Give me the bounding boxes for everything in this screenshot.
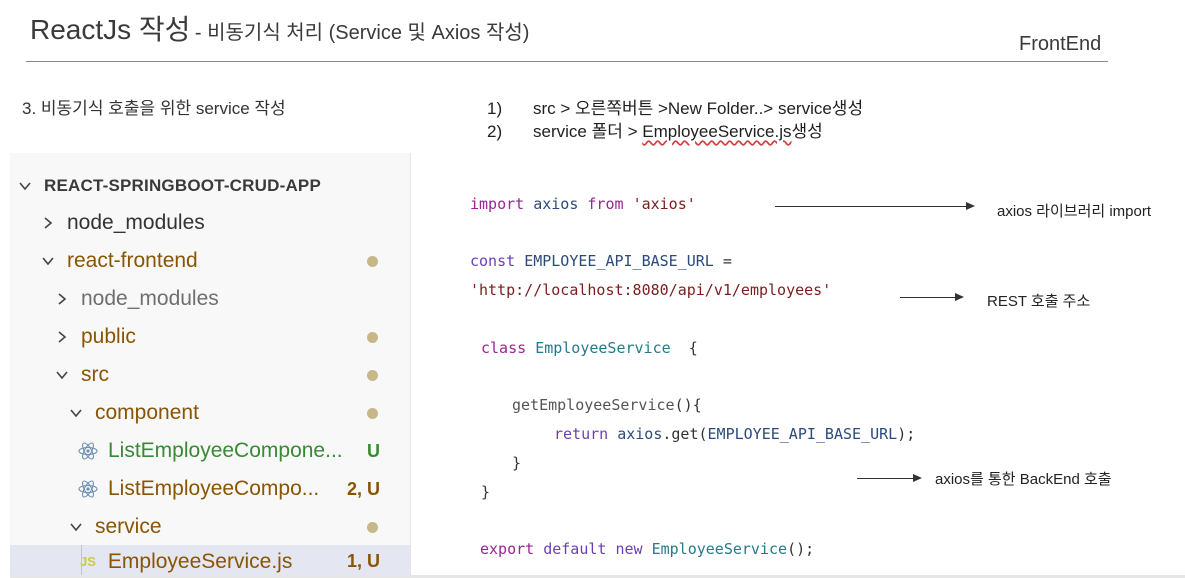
step-2-pre: service 폴더 > bbox=[533, 122, 643, 141]
string-literal: 'http://localhost:8080/api/v1/employees' bbox=[470, 281, 832, 299]
header-divider bbox=[26, 61, 1108, 62]
tree-item-src[interactable]: src bbox=[10, 356, 410, 394]
chevron-down-icon bbox=[55, 368, 69, 382]
tree-item-list-employee-component-2[interactable]: ListEmployeeCompo... 2, U bbox=[10, 470, 410, 508]
steps-list: 1) src > 오른쪽버튼 >New Folder..> service생성 2… bbox=[487, 94, 864, 141]
chevron-right-icon bbox=[55, 330, 69, 344]
chevron-down-icon bbox=[41, 254, 55, 268]
string-literal: 'axios' bbox=[632, 195, 696, 213]
keyword: from bbox=[587, 195, 624, 213]
title-main: ReactJs 작성 bbox=[30, 14, 191, 45]
modified-dot-icon bbox=[367, 255, 378, 267]
modified-dot-icon bbox=[367, 407, 378, 419]
note-import: axios 라이브러리 import bbox=[997, 203, 1152, 220]
code-line-method: getEmployeeService(){ bbox=[512, 396, 702, 414]
code-line-return: return axios.get(EMPLOYEE_API_BASE_URL); bbox=[554, 425, 915, 443]
title-sub: - 비동기식 처리 (Service 및 Axios 작성) bbox=[194, 22, 530, 44]
slide-title: ReactJs 작성 - 비동기식 처리 (Service 및 Axios 작성… bbox=[30, 8, 529, 48]
class-name: EmployeeService bbox=[535, 339, 671, 357]
tree-item-employee-service-js[interactable]: JS EmployeeService.js 1, U bbox=[10, 545, 410, 578]
chevron-down-icon bbox=[69, 520, 83, 534]
class-name: EmployeeService bbox=[651, 540, 788, 558]
code-line-url: 'http://localhost:8080/api/v1/employees' bbox=[470, 281, 831, 299]
arrow-icon bbox=[900, 293, 964, 301]
tree-item-node-modules-nested[interactable]: node_modules bbox=[10, 280, 410, 318]
tree-item-label: service bbox=[95, 515, 162, 538]
keyword: const bbox=[470, 252, 516, 270]
code-line-export: export default new EmployeeService(); bbox=[480, 540, 814, 558]
react-icon bbox=[78, 479, 98, 499]
argument: EMPLOYEE_API_BASE_URL bbox=[707, 425, 898, 443]
chevron-down-icon bbox=[18, 179, 32, 193]
tree-root[interactable]: REACT-SPRINGBOOT-CRUD-APP bbox=[10, 167, 410, 205]
step-2-number: 2) bbox=[487, 122, 503, 141]
code-line-close-class: } bbox=[481, 483, 491, 501]
tree-root-label: REACT-SPRINGBOOT-CRUD-APP bbox=[44, 176, 322, 195]
tree-item-react-frontend[interactable]: react-frontend bbox=[10, 242, 410, 280]
modified-dot-icon bbox=[367, 369, 378, 381]
tree-item-component[interactable]: component bbox=[10, 394, 410, 432]
react-icon bbox=[78, 441, 98, 461]
method-params: (){ bbox=[674, 396, 702, 414]
javascript-file-icon: JS bbox=[80, 554, 96, 569]
keyword: import bbox=[470, 195, 525, 213]
method-name: getEmployeeService bbox=[512, 396, 675, 414]
git-status-badge: 2, U bbox=[346, 478, 380, 499]
operator: = bbox=[722, 252, 732, 270]
identifier: axios bbox=[533, 195, 579, 213]
keyword: class bbox=[481, 339, 527, 357]
modified-dot-icon bbox=[367, 521, 378, 533]
corner-label: FrontEnd bbox=[1019, 33, 1102, 55]
step-1-text: src > 오른쪽버튼 >New Folder..> service생성 bbox=[533, 99, 864, 118]
tree-item-label: src bbox=[81, 363, 109, 386]
code-line-class: class EmployeeService { bbox=[481, 339, 698, 357]
tree-item-service[interactable]: service bbox=[10, 508, 410, 546]
keyword: export bbox=[480, 540, 535, 558]
section-label: 3. 비동기식 호출을 위한 service 작성 bbox=[22, 99, 286, 118]
code-line-import: import axios from 'axios' bbox=[470, 195, 696, 213]
tree-item-label: node_modules bbox=[67, 211, 205, 234]
tree-item-public[interactable]: public bbox=[10, 318, 410, 356]
arrow-icon bbox=[775, 202, 975, 210]
tree-item-label: ListEmployeeCompone... bbox=[108, 439, 343, 462]
tree-item-label: node_modules bbox=[81, 287, 219, 310]
identifier: EMPLOYEE_API_BASE_URL bbox=[524, 252, 714, 270]
tree-item-label: ListEmployeeCompo... bbox=[108, 477, 320, 500]
tree-item-label: EmployeeService.js bbox=[107, 549, 293, 573]
git-status-badge: U bbox=[367, 440, 380, 461]
code-line-close-method: } bbox=[512, 454, 522, 472]
tree-item-node-modules[interactable]: node_modules bbox=[10, 204, 410, 242]
identifier: axios bbox=[617, 425, 663, 443]
chevron-right-icon bbox=[41, 216, 55, 230]
modified-dot-icon bbox=[367, 331, 378, 343]
note-backend: axios를 통한 BackEnd 호출 bbox=[935, 471, 1112, 488]
step-2-filename: EmployeeService.js bbox=[642, 122, 792, 141]
method-call: .get( bbox=[662, 425, 708, 443]
keyword: return bbox=[554, 425, 609, 443]
tree-item-label: public bbox=[81, 325, 136, 348]
tree-item-list-employee-component-1[interactable]: ListEmployeeCompone... U bbox=[10, 432, 410, 470]
keyword: default bbox=[543, 540, 607, 558]
step-2-post: 생성 bbox=[791, 122, 823, 141]
step-1: 1) src > 오른쪽버튼 >New Folder..> service생성 bbox=[487, 94, 864, 118]
file-explorer: REACT-SPRINGBOOT-CRUD-APP node_modules r… bbox=[10, 153, 411, 578]
step-2: 2) service 폴더 > EmployeeService.js생성 bbox=[487, 117, 863, 141]
keyword: new bbox=[615, 540, 643, 558]
git-status-badge: 1, U bbox=[346, 551, 380, 571]
indent-guide bbox=[81, 545, 82, 578]
tree-item-label: react-frontend bbox=[67, 249, 198, 272]
note-rest: REST 호출 주소 bbox=[987, 293, 1091, 310]
arrow-icon bbox=[857, 474, 922, 482]
brace: { bbox=[688, 339, 698, 357]
terminator: ); bbox=[897, 425, 916, 443]
bottom-border bbox=[10, 575, 1185, 578]
chevron-right-icon bbox=[55, 292, 69, 306]
tree-item-label: component bbox=[95, 401, 199, 424]
step-1-number: 1) bbox=[487, 99, 503, 118]
code-line-const: const EMPLOYEE_API_BASE_URL = bbox=[470, 252, 732, 270]
chevron-down-icon bbox=[69, 406, 83, 420]
terminator: (); bbox=[787, 540, 815, 558]
